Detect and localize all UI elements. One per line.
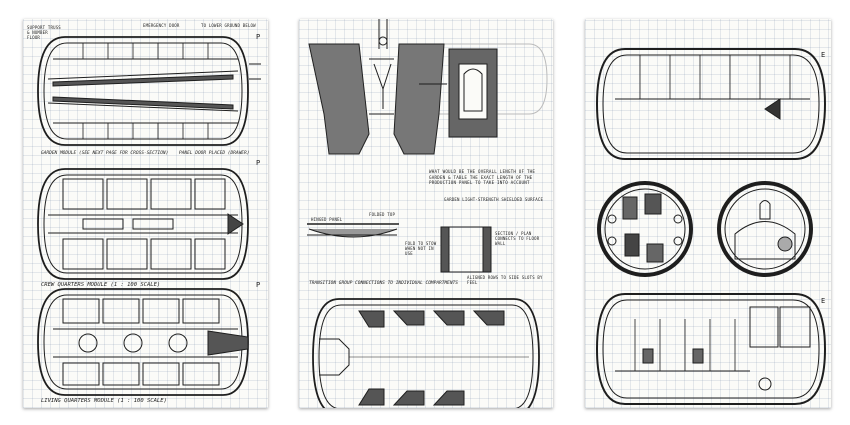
note-light-strength: GARDEN LIGHT-STRENGTH SHIELDED SURFACE [444,197,544,202]
note-folded-top: FOLDED TOP [369,212,396,217]
transition-caption: TRANSITION GROUP CONNECTIONS TO INDIVIDU… [309,281,459,286]
bottom-module-section [595,293,827,405]
sketch-page-3: E E [585,19,831,408]
note-section-plan: SECTION / PLAN CONNECTS TO FLOOR WALL [495,231,540,246]
page-1-drawing [37,36,261,396]
cross-section-right [717,181,813,277]
garden-module-caption: GARDEN MODULE (SEE NEXT PAGE FOR CROSS-S… [41,151,169,156]
marker-p-3: P [256,281,261,289]
cross-section-left [597,181,693,277]
garden-module-caption-right: PANEL DOOR PLACED (DRAWER) [179,151,250,156]
marker-e-1: E [821,51,826,59]
crew-quarters-module [37,168,249,280]
top-module-plan [595,48,827,160]
sketch-page-2: WHAT WOULD BE THE OVERALL LENGTH OF THE … [299,19,553,408]
transition-cross-section [308,19,445,155]
note-aligned-rows: ALIGNED ROWS TO SIDE SLOTS BY FEEL [467,275,543,285]
note-support-truss: SUPPORT TRUSS & NUMBER FLOOR [27,25,61,40]
living-quarters-caption: LIVING QUARTERS MODULE (1 : 100 SCALE) [41,398,167,404]
crew-quarters-caption: CREW QUARTERS MODULE (1 : 100 SCALE) [41,282,161,288]
note-garden-length: WHAT WOULD BE THE OVERALL LENGTH OF THE … [429,169,536,185]
hinged-panel-detail [440,226,492,273]
shelf-detail [307,223,399,238]
marker-p-1: P [256,33,261,41]
note-emergency-door: EMERGENCY DOOR [143,23,180,28]
living-quarters-module [37,288,249,396]
note-fold-to-stow: FOLD TO STOW WHEN NOT IN USE [405,241,437,256]
note-hinged-panel: HINGED PANEL [311,217,343,222]
sketch-page-1: SUPPORT TRUSS & NUMBER FLOOR EMERGENCY D… [23,19,268,408]
garden-module [37,36,261,146]
marker-p-2: P [256,159,261,167]
marker-e-2: E [821,297,826,305]
corridor-module [312,298,540,408]
hatch-detail [448,48,498,138]
page-2-drawing [307,19,548,408]
page-3-drawing [595,48,827,405]
note-lower-ground: TO LOWER GROUND BELOW [201,23,256,28]
